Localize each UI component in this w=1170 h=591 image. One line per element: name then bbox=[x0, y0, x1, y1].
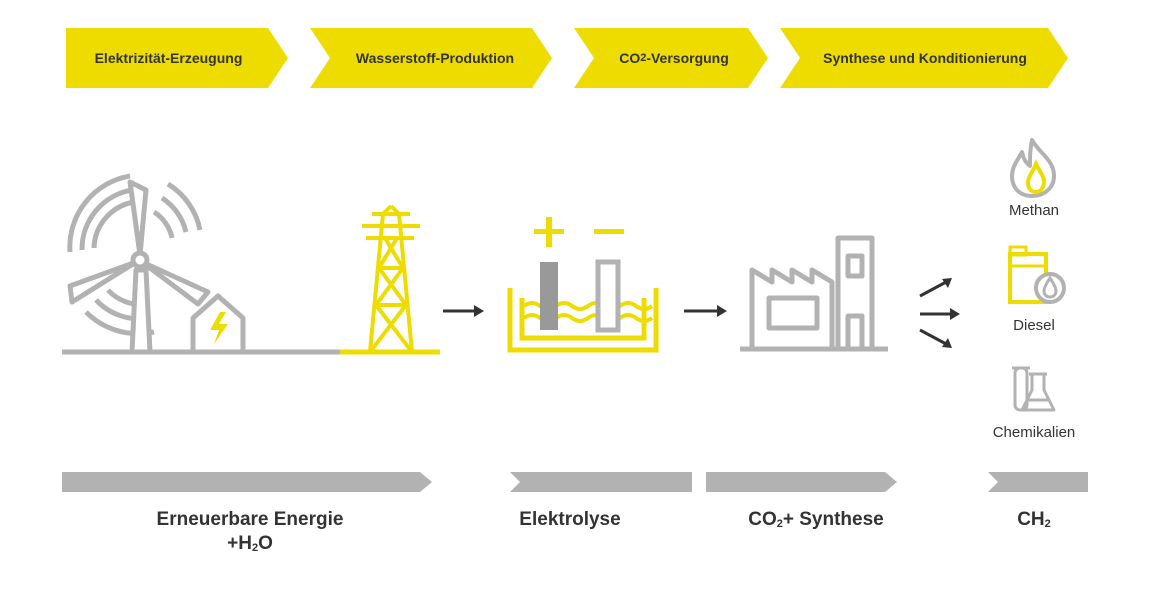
fanout-arrows bbox=[919, 278, 960, 348]
label-renewable-energy: Erneuerbare Energie +H2O bbox=[110, 508, 390, 556]
output-label-methan: Methan bbox=[1008, 202, 1060, 219]
stage-chevrons bbox=[66, 28, 1068, 88]
arrow-electrolysis bbox=[510, 472, 692, 492]
chevron-electricity bbox=[66, 28, 288, 88]
arrow-energy bbox=[62, 472, 432, 492]
stage-co2-main: CO bbox=[619, 50, 641, 66]
chevron-co2 bbox=[574, 28, 768, 88]
flow-arrow-2 bbox=[684, 305, 727, 317]
label-renewable-energy-line1: Erneuerbare Energie bbox=[156, 509, 344, 530]
factory-icon bbox=[740, 235, 888, 352]
bottom-arrows bbox=[62, 472, 1088, 492]
label-renewable-energy-line2: +H2O bbox=[227, 533, 273, 554]
power-pylon-icon bbox=[340, 204, 440, 355]
flame-icon bbox=[1010, 138, 1056, 198]
output-label-diesel: Diesel bbox=[1013, 317, 1055, 334]
stage-label-hydrogen: Wasserstoff-Produktion bbox=[355, 50, 515, 66]
fuel-canister-icon bbox=[1008, 245, 1066, 304]
transformer-house-icon bbox=[190, 293, 246, 355]
minus-sign bbox=[594, 229, 624, 234]
wind-turbine-icon bbox=[67, 173, 211, 355]
stage-co2-rest: -Versorgung bbox=[646, 50, 729, 66]
label-electrolysis: Elektrolyse bbox=[519, 509, 621, 530]
flow-arrow-1 bbox=[443, 305, 484, 317]
stage-label-electricity: Elektrizität-Erzeugung bbox=[94, 50, 243, 66]
label-co2-synthesis: CO2+ Synthese bbox=[748, 509, 884, 530]
lab-flask-icon bbox=[1012, 366, 1056, 412]
chevron-hydrogen bbox=[310, 28, 552, 88]
chevron-synthesis bbox=[780, 28, 1068, 88]
output-label-chemikalien: Chemikalien bbox=[992, 424, 1076, 441]
arrow-product bbox=[988, 472, 1088, 492]
arrow-synthesis bbox=[706, 472, 897, 492]
electrolysis-icon bbox=[507, 217, 659, 353]
stage-label-synthesis: Synthese und Konditionierung bbox=[823, 50, 1027, 66]
label-product: CH2 bbox=[1017, 509, 1051, 530]
